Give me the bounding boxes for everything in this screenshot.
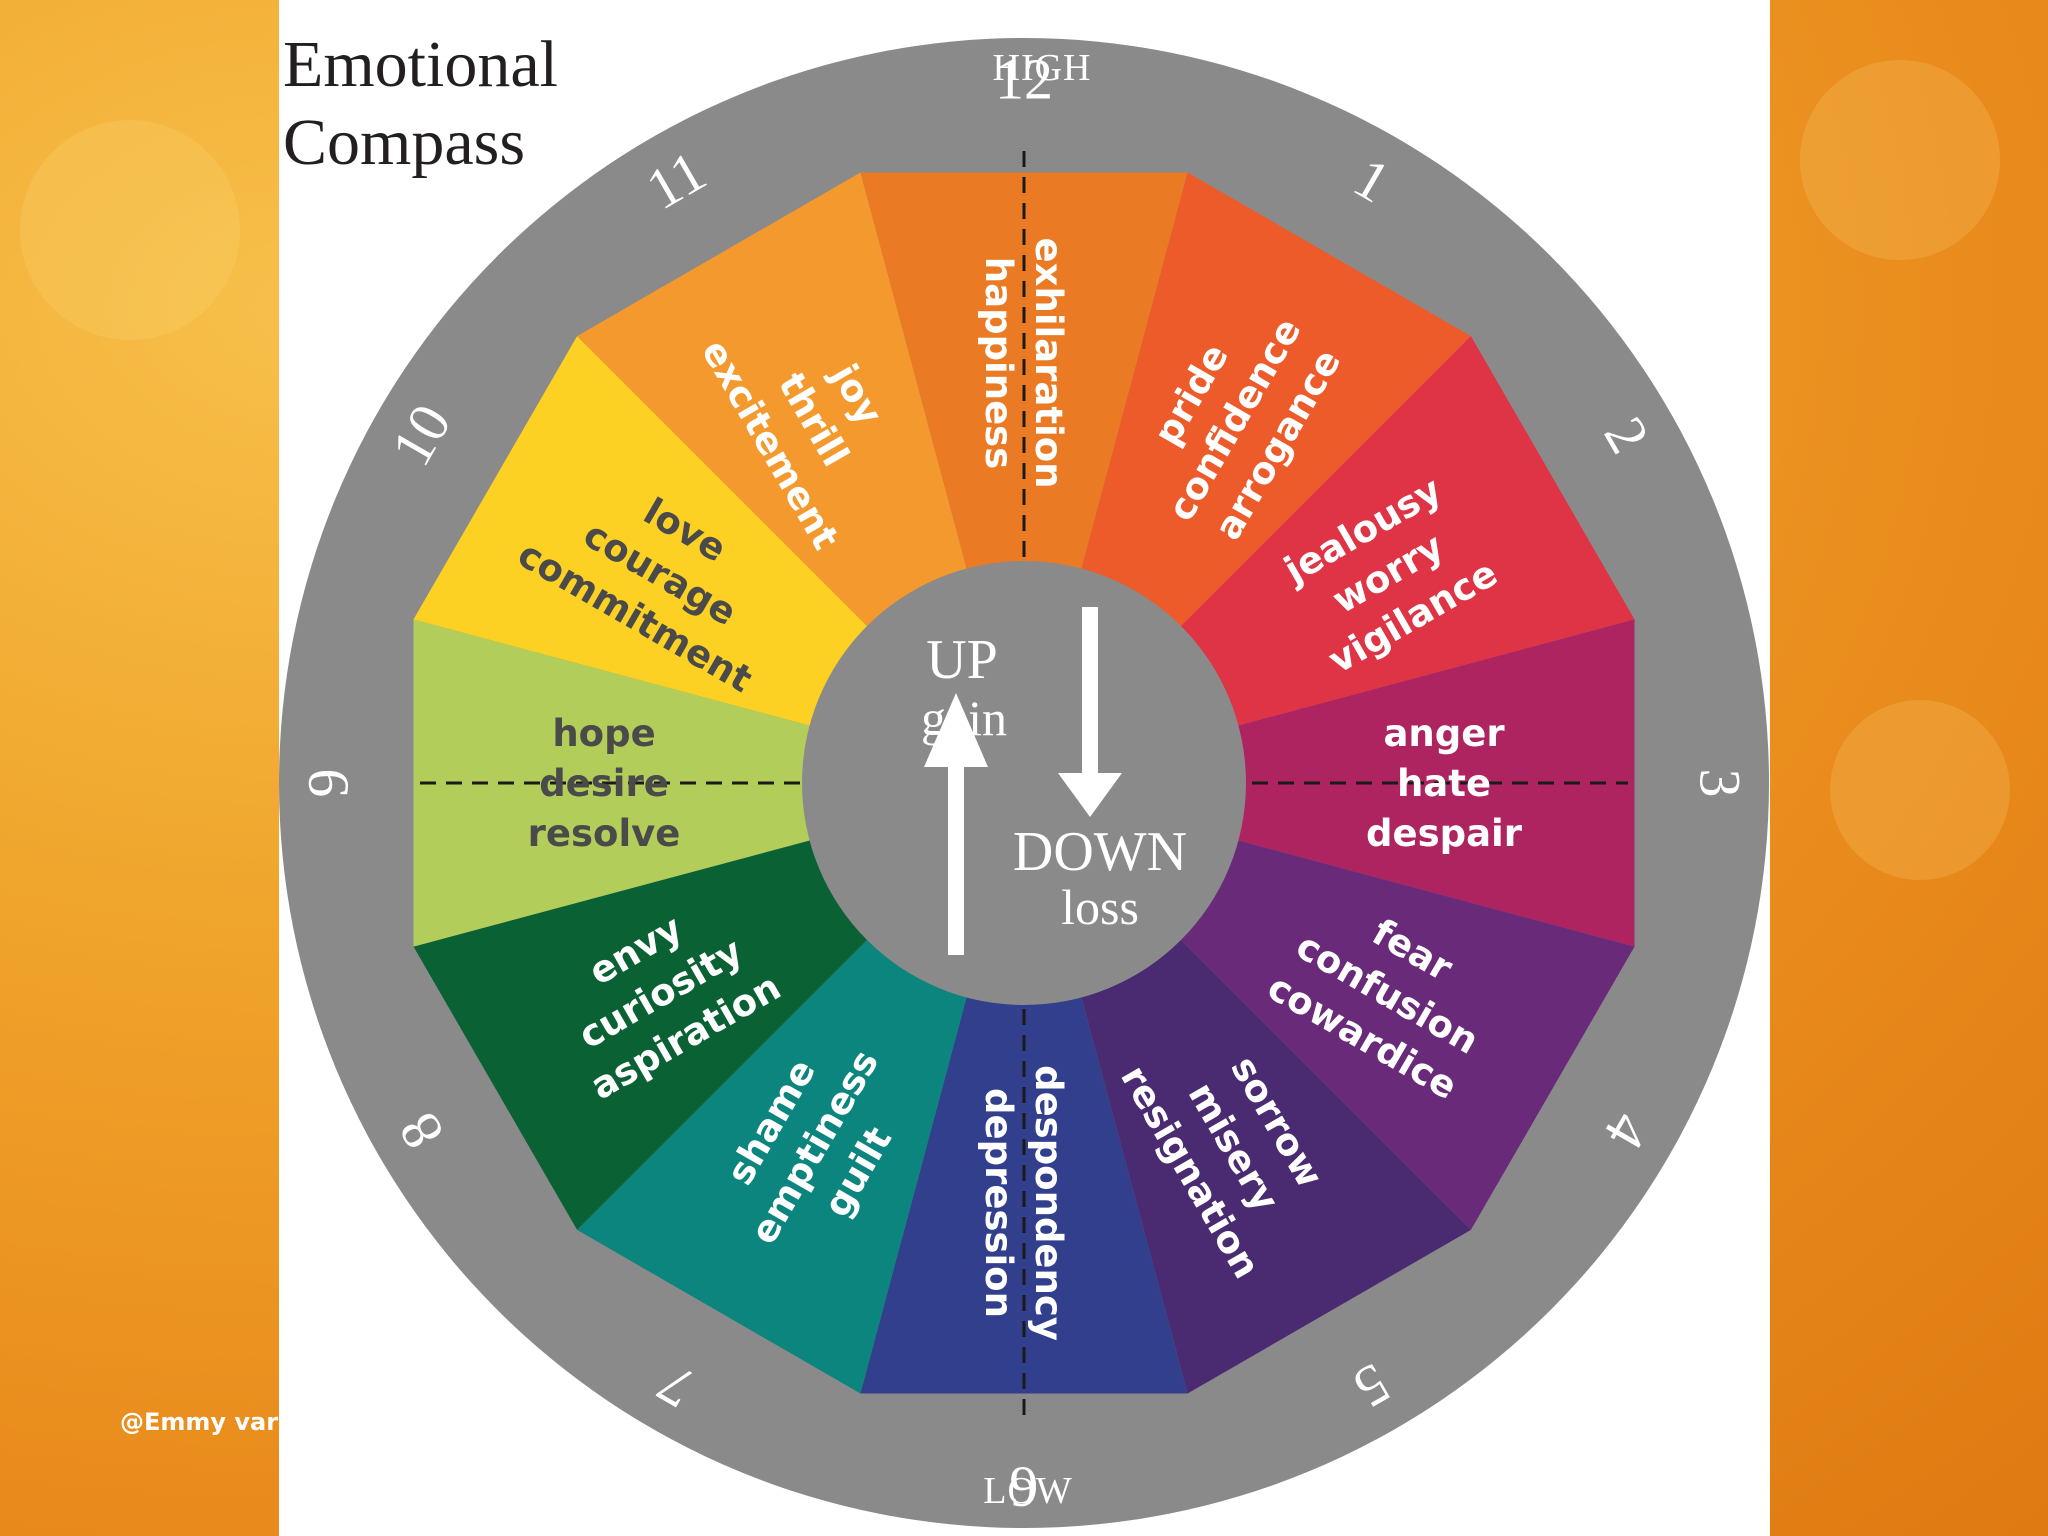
low-label: LOW	[983, 1470, 1073, 1512]
title-line-2: Compass	[283, 106, 526, 179]
clock-number-12: 12	[995, 46, 1053, 111]
emotion-word: desire	[539, 762, 669, 805]
emotion-word: hate	[1397, 762, 1491, 805]
page-title: Emotional Compass	[283, 26, 558, 182]
emotion-word: exhilaration	[1027, 238, 1070, 489]
center-hub	[802, 561, 1246, 1005]
emotion-word: depression	[977, 1088, 1020, 1318]
background-glow	[1800, 60, 2000, 260]
down-label: DOWN	[1013, 821, 1187, 883]
emotion-word: despondency	[1027, 1065, 1070, 1341]
up-label: UP	[926, 629, 998, 691]
loss-label: loss	[1061, 879, 1139, 935]
emotion-word: resolve	[528, 812, 681, 855]
gain-label: gain	[921, 690, 1007, 746]
high-label: HIGH	[993, 47, 1092, 89]
emotion-word: happiness	[977, 257, 1020, 469]
down-arrow-icon	[1058, 607, 1122, 817]
emotion-word: anger	[1383, 712, 1505, 755]
segment-label-9: hope desire resolve	[528, 712, 681, 855]
up-arrow-icon	[924, 693, 988, 955]
background-glow	[1830, 700, 2010, 880]
segment-3	[1024, 619, 1635, 947]
background-glow	[20, 120, 240, 340]
clock-number-9: 9	[295, 769, 360, 798]
segment-label-3: anger hate despair	[1366, 712, 1523, 855]
emotion-word: hope	[552, 712, 655, 755]
title-line-1: Emotional	[283, 28, 558, 101]
clock-number-6: 6	[1010, 1455, 1039, 1520]
clock-number-3: 3	[1688, 769, 1753, 798]
emotion-word: despair	[1366, 812, 1523, 855]
credit-text: @Emmy var	[120, 1408, 279, 1436]
